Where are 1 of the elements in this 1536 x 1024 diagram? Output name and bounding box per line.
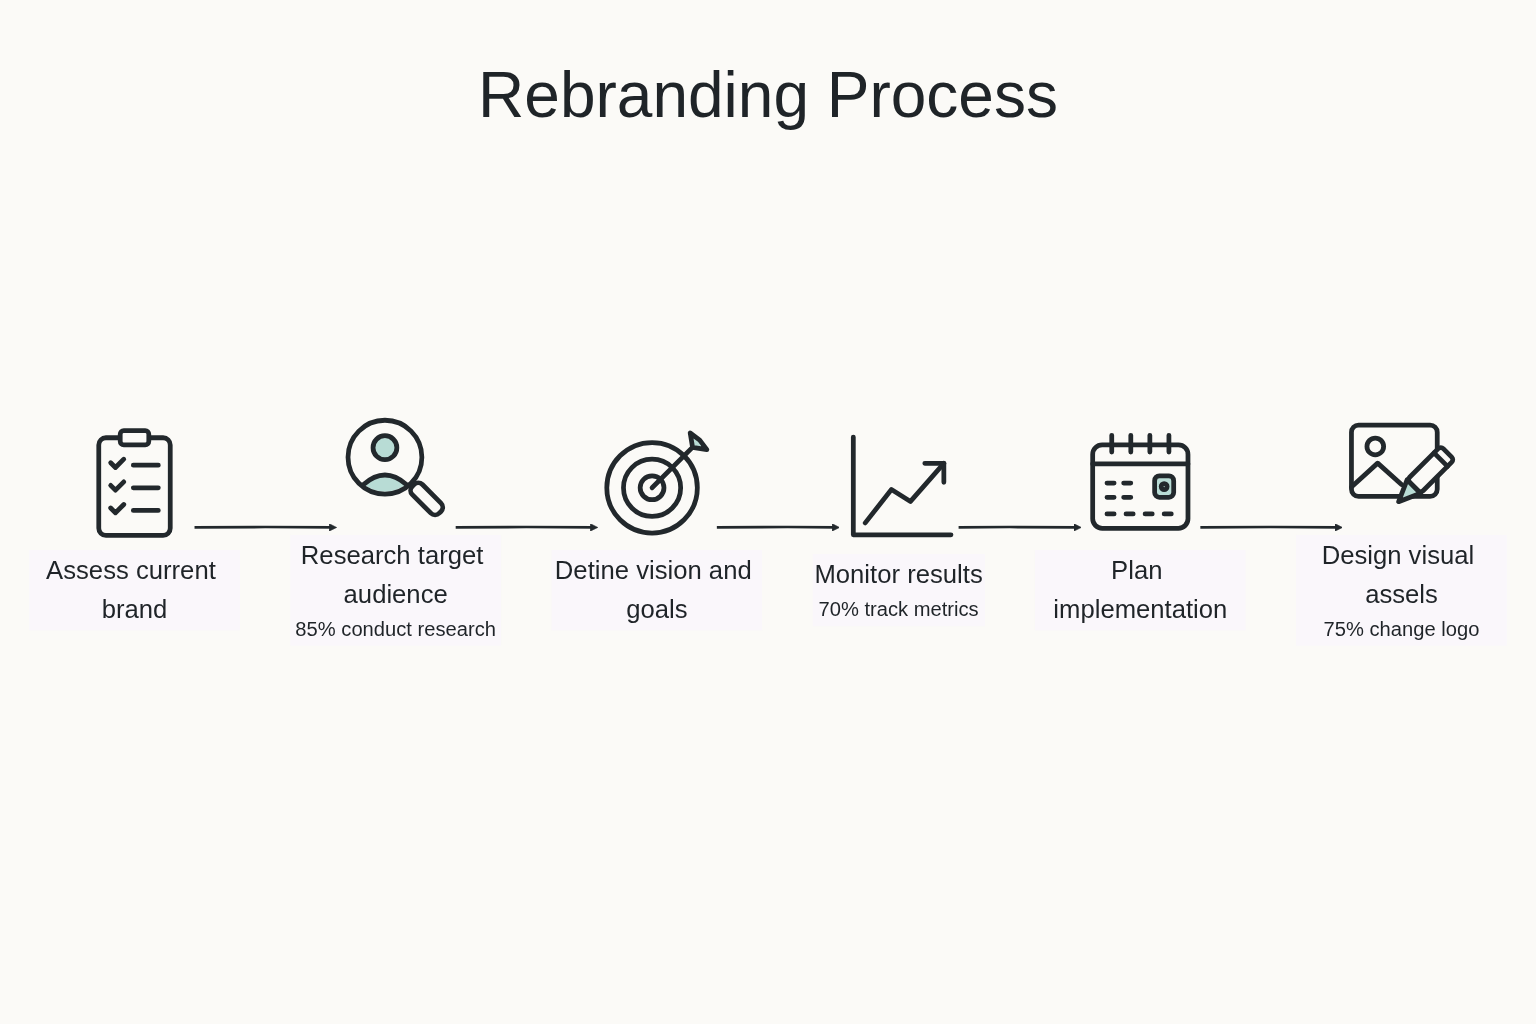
title: Rebranding Process [477,60,1059,131]
